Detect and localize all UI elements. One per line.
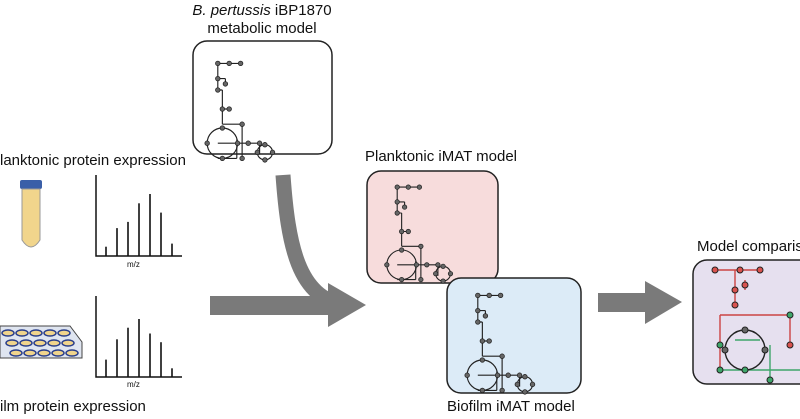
biofilm-expression-label: ilm protein expression bbox=[0, 398, 146, 415]
culture-tube-icon bbox=[20, 180, 42, 248]
flow-arrow-shaft bbox=[210, 296, 332, 315]
model-comparison-box bbox=[692, 259, 800, 385]
mz-axis-label-bottom: m/z bbox=[127, 380, 140, 389]
metabolic-model-box bbox=[192, 40, 333, 155]
flow-arrowhead-main bbox=[328, 283, 366, 327]
model-subtitle: metabolic model bbox=[207, 20, 317, 37]
planktonic-imat-box bbox=[366, 170, 499, 284]
biofilm-imat-label: Biofilm iMAT model bbox=[447, 398, 575, 415]
mass-spectrum-top bbox=[95, 175, 182, 257]
comparison-network-graph bbox=[711, 266, 800, 384]
model-comparison-label: Model comparis bbox=[697, 238, 800, 255]
flow-arrow-to-comparison-shaft bbox=[598, 293, 648, 312]
mass-spectrum-bottom bbox=[95, 296, 182, 378]
planktonic-imat-label: Planktonic iMAT model bbox=[365, 148, 518, 165]
flow-arrow-from-model bbox=[275, 174, 347, 313]
mz-axis-label-top: m/z bbox=[127, 260, 140, 269]
model-title: B. pertussis iBP1870 bbox=[176, 2, 348, 20]
biofilm-imat-box bbox=[446, 277, 582, 394]
flow-arrowhead-comparison bbox=[645, 281, 682, 324]
organism-name: B. pertussis bbox=[192, 2, 271, 19]
planktonic-expression-label: lanktonic protein expression bbox=[0, 152, 186, 169]
well-plate-icon bbox=[0, 325, 83, 359]
model-id: iBP1870 bbox=[270, 2, 332, 19]
